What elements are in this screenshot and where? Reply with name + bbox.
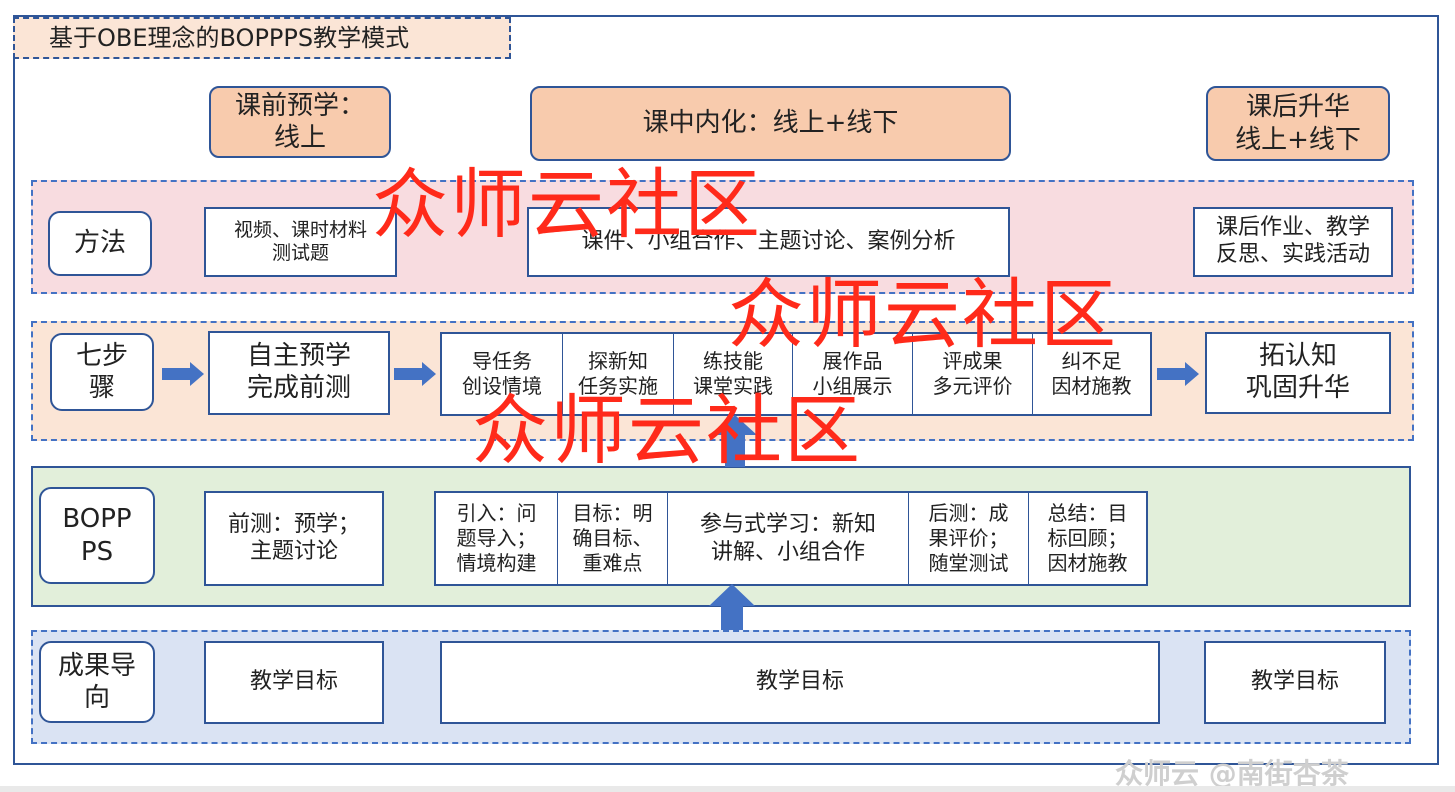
boppps-item: 后测：成 果评价； 随堂测试 (908, 493, 1028, 584)
steps-group: 导任务 创设情境 探新知 任务实施 练技能 课堂实践 展作品 小组展示 评成果 … (440, 332, 1152, 416)
arrow-right-2 (394, 362, 436, 386)
watermark-text: 众师云社区 (372, 160, 762, 249)
step-consolidate: 拓认知 巩固升华 (1205, 332, 1391, 414)
step-item: 练技能 课堂实践 (673, 334, 792, 414)
step-item: 展作品 小组展示 (792, 334, 912, 414)
step-item: 探新知 任务实施 (562, 334, 673, 414)
watermark-text: 众师云社区 (728, 270, 1118, 359)
phase-post-class: 课后升华 线上+线下 (1206, 86, 1390, 161)
watermark-text: 众师云社区 (472, 386, 862, 475)
row-label-seven-steps: 七步 骤 (50, 333, 154, 411)
diagram-title: 基于OBE理念的BOPPPS教学模式 (13, 17, 511, 59)
arrow-right-3 (1157, 362, 1199, 386)
diagram-frame (13, 15, 1439, 765)
boppps-item: 参与式学习：新知 讲解、小组合作 (667, 493, 908, 584)
method-post-class: 课后作业、教学 反思、实践活动 (1193, 207, 1393, 277)
boppps-item: 目标：明 确目标、 重难点 (557, 493, 667, 584)
method-in-class: 课件、小组合作、主题讨论、案例分析 (527, 207, 1010, 277)
row-label-methods: 方法 (48, 211, 152, 276)
step-item: 导任务 创设情境 (462, 349, 542, 398)
phase-pre-class: 课前预学： 线上 (209, 86, 391, 158)
boppps-pre-test: 前测：预学； 主题讨论 (204, 491, 384, 586)
row-label-boppps: BOPP PS (39, 487, 155, 584)
bottom-divider (0, 786, 1455, 792)
boppps-item: 引入：问 题导入； 情境构建 (456, 501, 537, 575)
arrow-right-1 (162, 362, 204, 386)
method-pre-class: 视频、课时材料 测试题 (204, 207, 397, 277)
outcome-post-class: 教学目标 (1204, 641, 1386, 724)
arrow-up-1 (713, 415, 757, 467)
step-item: 纠不足 因材施教 (1032, 334, 1150, 414)
boppps-group: 引入：问 题导入； 情境构建 目标：明 确目标、 重难点 参与式学习：新知 讲解… (434, 491, 1148, 586)
row-label-outcome: 成果导 向 (39, 641, 155, 723)
step-item: 评成果 多元评价 (912, 334, 1032, 414)
footer-watermark: 众师云 @南街杏茶 (1115, 757, 1349, 790)
arrow-up-2 (709, 584, 755, 636)
outcome-in-class: 教学目标 (440, 641, 1160, 724)
boppps-item: 总结：目 标回顾； 因材施教 (1028, 493, 1146, 584)
step-self-study: 自主预学 完成前测 (208, 331, 390, 415)
phase-in-class: 课中内化：线上+线下 (530, 86, 1011, 161)
outcome-pre-class: 教学目标 (204, 641, 384, 724)
